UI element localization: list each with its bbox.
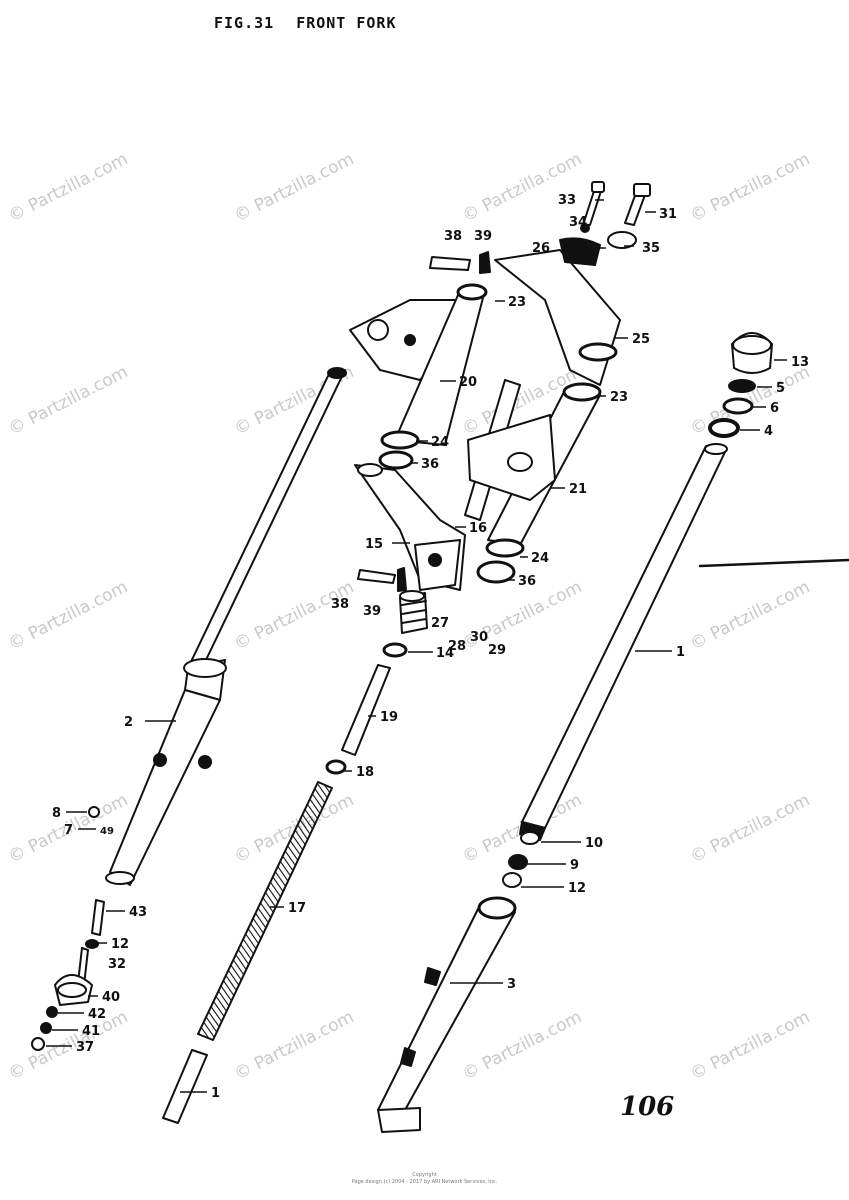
callout-32: 32 [108, 957, 126, 972]
callout-26: 26 [532, 241, 550, 256]
watermark-text-11: © Partzilla.com [687, 577, 813, 654]
callout-25: 25 [632, 332, 650, 347]
callout-36-upper: 36 [421, 457, 439, 472]
callout-1-left: 1 [211, 1086, 220, 1101]
callout-34: 34 [569, 215, 587, 230]
callout-31: 31 [659, 207, 677, 222]
callout-49: 49 [100, 826, 114, 837]
callout-19: 19 [380, 710, 398, 725]
watermark-text-15: © Partzilla.com [687, 790, 813, 867]
cap-and-seals-group [708, 332, 773, 438]
callout-38-lower: 38 [331, 597, 349, 612]
watermark-text-9: © Partzilla.com [231, 577, 357, 654]
watermark-text-1: © Partzilla.com [231, 149, 357, 226]
callout-23-upper: 23 [508, 295, 526, 310]
watermark-text-3: © Partzilla.com [687, 149, 813, 226]
right-outer-tube-part [377, 896, 517, 1133]
upper-bracket-assembly [349, 237, 621, 591]
callout-6: 6 [770, 401, 779, 416]
callout-43: 43 [129, 905, 147, 920]
watermark-text-19: © Partzilla.com [687, 1007, 813, 1084]
callout-12-left: 12 [111, 937, 129, 952]
page-number: 106 [620, 1092, 675, 1122]
callout-14: 14 [436, 646, 454, 661]
callout-12-right: 12 [568, 881, 586, 896]
watermark-text-17: © Partzilla.com [231, 1007, 357, 1084]
left-small-parts [31, 806, 105, 1051]
watermark-text-18: © Partzilla.com [459, 1007, 585, 1084]
watermark-text-4: © Partzilla.com [5, 362, 131, 439]
callout-10: 10 [585, 836, 603, 851]
callout-23-lower: 23 [610, 390, 628, 405]
callout-21: 21 [569, 482, 587, 497]
callout-39: 39 [474, 229, 492, 244]
callout-29: 29 [488, 643, 506, 658]
callout-3: 3 [507, 977, 516, 992]
footer-copyright: Copyright [412, 1172, 437, 1178]
footer-page-design: Page design (c) 2004 - 2017 by ARI Netwo… [351, 1179, 498, 1185]
damper-rod-group [162, 590, 428, 1124]
leader-lines [46, 199, 787, 1093]
callout-41: 41 [82, 1024, 100, 1039]
watermark-text-0: © Partzilla.com [5, 149, 131, 226]
upper-bolts [357, 181, 651, 592]
figure-name: FRONT FORK [296, 14, 397, 32]
callout-4: 4 [764, 424, 773, 439]
callout-8: 8 [52, 806, 61, 821]
right-inner-tube-part [519, 443, 728, 841]
callout-7: 7 [64, 823, 73, 838]
callout-37: 37 [76, 1040, 94, 1055]
callout-1-right: 1 [676, 645, 685, 660]
right-small-parts [502, 831, 540, 888]
callout-40: 40 [102, 990, 120, 1005]
callout-20: 20 [459, 375, 477, 390]
callout-17: 17 [288, 901, 306, 916]
callout-42: 42 [88, 1007, 106, 1022]
callout-15: 15 [365, 537, 383, 552]
left-fork-tube-part [105, 367, 347, 886]
stray-scan-line [698, 558, 849, 568]
callout-35: 35 [642, 241, 660, 256]
callout-39-lower: 39 [363, 604, 381, 619]
callout-24-upper: 24 [431, 435, 449, 450]
callout-18: 18 [356, 765, 374, 780]
callout-30: 30 [470, 630, 488, 645]
callout-13: 13 [791, 355, 809, 370]
callout-27: 27 [431, 616, 449, 631]
watermark-text-8: © Partzilla.com [5, 577, 131, 654]
callout-16: 16 [469, 521, 487, 536]
callout-labels: 33 31 34 38 39 26 35 23 25 20 23 13 5 6 … [52, 193, 809, 1101]
watermark-text-2: © Partzilla.com [459, 149, 585, 226]
figure-number: FIG.31 [214, 14, 275, 32]
callout-24-lower: 24 [531, 551, 549, 566]
figure-title: FIG.31 FRONT FORK [214, 14, 397, 32]
callout-2: 2 [124, 715, 133, 730]
callout-28: 28 [448, 639, 466, 654]
callout-5: 5 [776, 381, 785, 396]
callout-9: 9 [570, 858, 579, 873]
callout-33: 33 [558, 193, 576, 208]
callout-36-lower: 36 [518, 574, 536, 589]
callout-38: 38 [444, 229, 462, 244]
